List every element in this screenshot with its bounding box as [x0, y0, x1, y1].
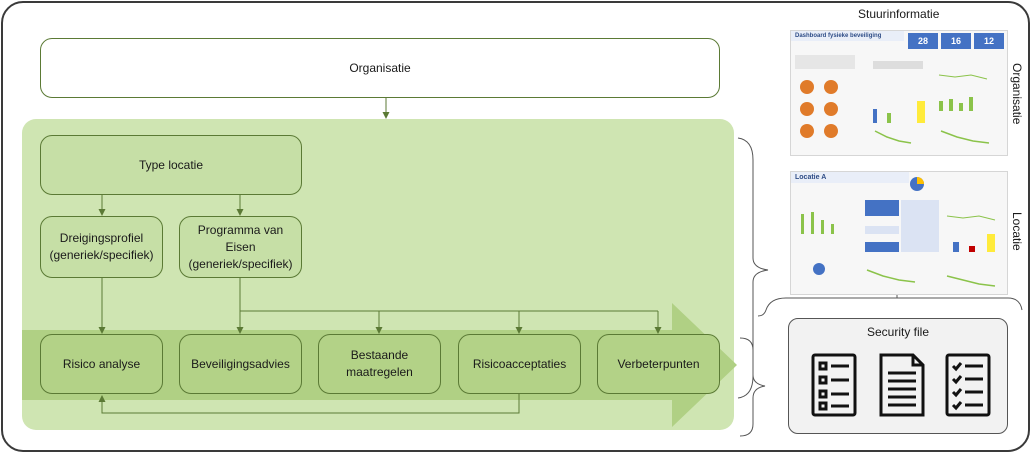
risicoacceptaties-label: Risicoacceptaties: [472, 356, 567, 371]
risico-analyse-box: Risico analyse: [40, 334, 163, 394]
type-locatie-box: Type locatie: [40, 135, 302, 195]
document-icon: [879, 353, 925, 417]
risico-analyse-label: Risico analyse: [62, 356, 141, 371]
dashboard-locatie-thumbnail: Locatie A: [790, 171, 1008, 295]
security-file-title: Security file: [866, 325, 930, 339]
type-locatie-label: Type locatie: [138, 157, 204, 172]
stuurinformatie-title: Stuurinformatie: [858, 7, 940, 21]
dashboard1-charts: [795, 55, 990, 144]
side-label-organisatie: Organisatie: [1010, 63, 1024, 125]
dashboard-title: Dashboard fysieke beveiliging: [791, 31, 904, 41]
kpi-3: 12: [974, 33, 1004, 49]
organisatie-label: Organisatie: [349, 60, 411, 75]
kpi-1: 28: [908, 33, 938, 49]
dreigingsprofiel-label: Dreigingsprofiel (generiek/specifiek): [49, 231, 154, 262]
checklist-icon: [811, 353, 857, 417]
checkmark-list-icon: [945, 353, 991, 417]
beveiligingsadvies-label: Beveiligingsadvies: [191, 356, 290, 371]
security-file-box: Security file: [788, 318, 1008, 434]
dreigingsprofiel-box: Dreigingsprofiel (generiek/specifiek): [40, 216, 163, 278]
verbeterpunten-label: Verbeterpunten: [617, 356, 700, 371]
organisatie-box: Organisatie: [40, 38, 720, 98]
programma-label: Programma van Eisen (generiek/specifiek): [188, 222, 293, 271]
kpi-2: 16: [941, 33, 971, 49]
bestaande-label: Bestaande maatregelen: [346, 348, 413, 379]
side-label-locatie: Locatie: [1010, 212, 1024, 251]
beveiligingsadvies-box: Beveiligingsadvies: [179, 334, 302, 394]
locatie-title: Locatie A: [791, 172, 909, 183]
dashboard2-charts: [801, 177, 996, 287]
security-file-icons: [811, 353, 991, 417]
risicoacceptaties-box: Risicoacceptaties: [458, 334, 581, 394]
bestaande-box: Bestaande maatregelen: [318, 334, 441, 394]
verbeterpunten-box: Verbeterpunten: [597, 334, 720, 394]
programma-box: Programma van Eisen (generiek/specifiek): [179, 216, 302, 278]
dashboard-organisatie-thumbnail: Dashboard fysieke beveiliging 28 16 12: [790, 30, 1008, 156]
